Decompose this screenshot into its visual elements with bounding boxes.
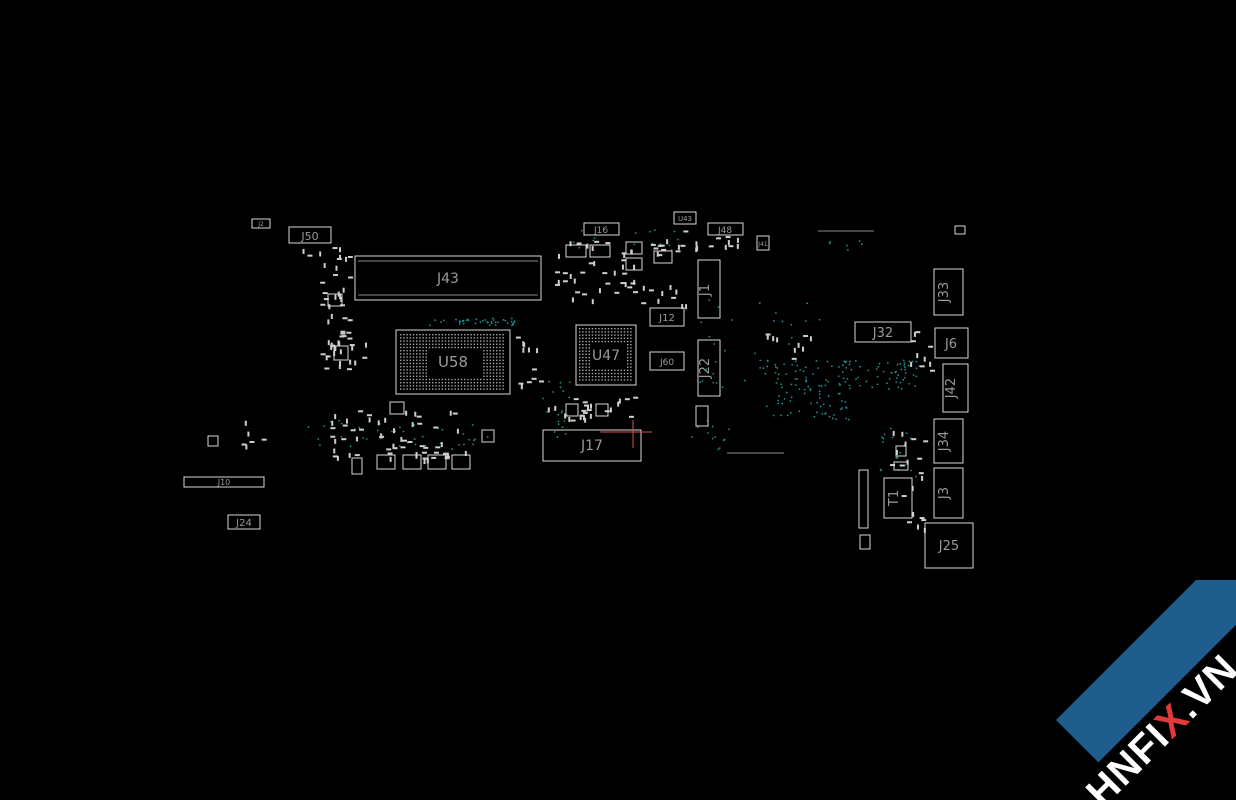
component-J60[interactable]: J60 (649, 351, 685, 371)
label-J50: J50 (300, 230, 318, 243)
component-J43[interactable]: J43 (354, 255, 542, 301)
component-J2[interactable]: J2 (251, 218, 271, 229)
misc-outlines (207, 225, 966, 550)
label-J34: J34 (937, 431, 952, 452)
svg-text:J2: J2 (257, 221, 264, 228)
component-J12[interactable]: J12 (649, 307, 685, 327)
component-J3[interactable]: J3 (933, 467, 964, 519)
component-J34[interactable]: J34 (933, 418, 964, 464)
label-J24: J24 (235, 518, 252, 529)
component-U43[interactable]: U43 (673, 211, 697, 225)
svg-text:J41: J41 (757, 241, 768, 248)
component-J6[interactable]: J6 (934, 327, 969, 359)
component-J10[interactable]: J10 (183, 476, 265, 488)
label-J17: J17 (580, 438, 603, 454)
label-J10: J10 (217, 478, 231, 487)
component-J33[interactable]: J33 (933, 268, 964, 316)
svg-text:U43: U43 (678, 215, 692, 223)
label-J25: J25 (938, 539, 959, 554)
smd-layer (241, 230, 935, 533)
label-J33: J33 (937, 282, 952, 303)
component-J42[interactable]: J42 (942, 363, 969, 413)
via-layer (307, 229, 921, 478)
bga-balls (400, 328, 632, 390)
component-J48[interactable]: J48 (707, 222, 744, 236)
label-J16: J16 (593, 226, 608, 236)
component-J1[interactable]: J1 (697, 259, 721, 319)
label-J32: J32 (872, 326, 893, 341)
component-J32[interactable]: J32 (854, 321, 912, 343)
label-U58: U58 (438, 353, 468, 371)
component-J41[interactable]: J41 (756, 235, 770, 251)
component-J24[interactable]: J24 (227, 514, 261, 530)
svg-text:J12: J12 (658, 313, 675, 324)
component-J50[interactable]: J50 (288, 226, 332, 244)
label-J42: J42 (944, 378, 959, 399)
component-J16[interactable]: J16 (583, 222, 620, 236)
label-T1: T1 (887, 490, 902, 507)
label-J3: J3 (937, 487, 952, 500)
component-U58[interactable]: U58 (395, 329, 511, 395)
label-J48: J48 (717, 226, 732, 236)
component-J25[interactable]: J25 (924, 522, 974, 569)
component-J17[interactable]: J17 (542, 420, 652, 462)
label-J22: J22 (698, 358, 713, 379)
component-T1[interactable]: T1 (883, 477, 913, 519)
component-J22[interactable]: J22 (697, 339, 721, 397)
label-J6: J6 (944, 337, 957, 352)
label-J1: J1 (698, 284, 713, 297)
component-U47[interactable]: U47 (575, 324, 637, 386)
label-J43: J43 (436, 271, 459, 287)
svg-text:J60: J60 (659, 358, 674, 368)
connector-vertical-strip (858, 469, 869, 529)
watermark-badge: HNFIX.VN (1016, 580, 1236, 800)
label-U47: U47 (592, 348, 620, 364)
